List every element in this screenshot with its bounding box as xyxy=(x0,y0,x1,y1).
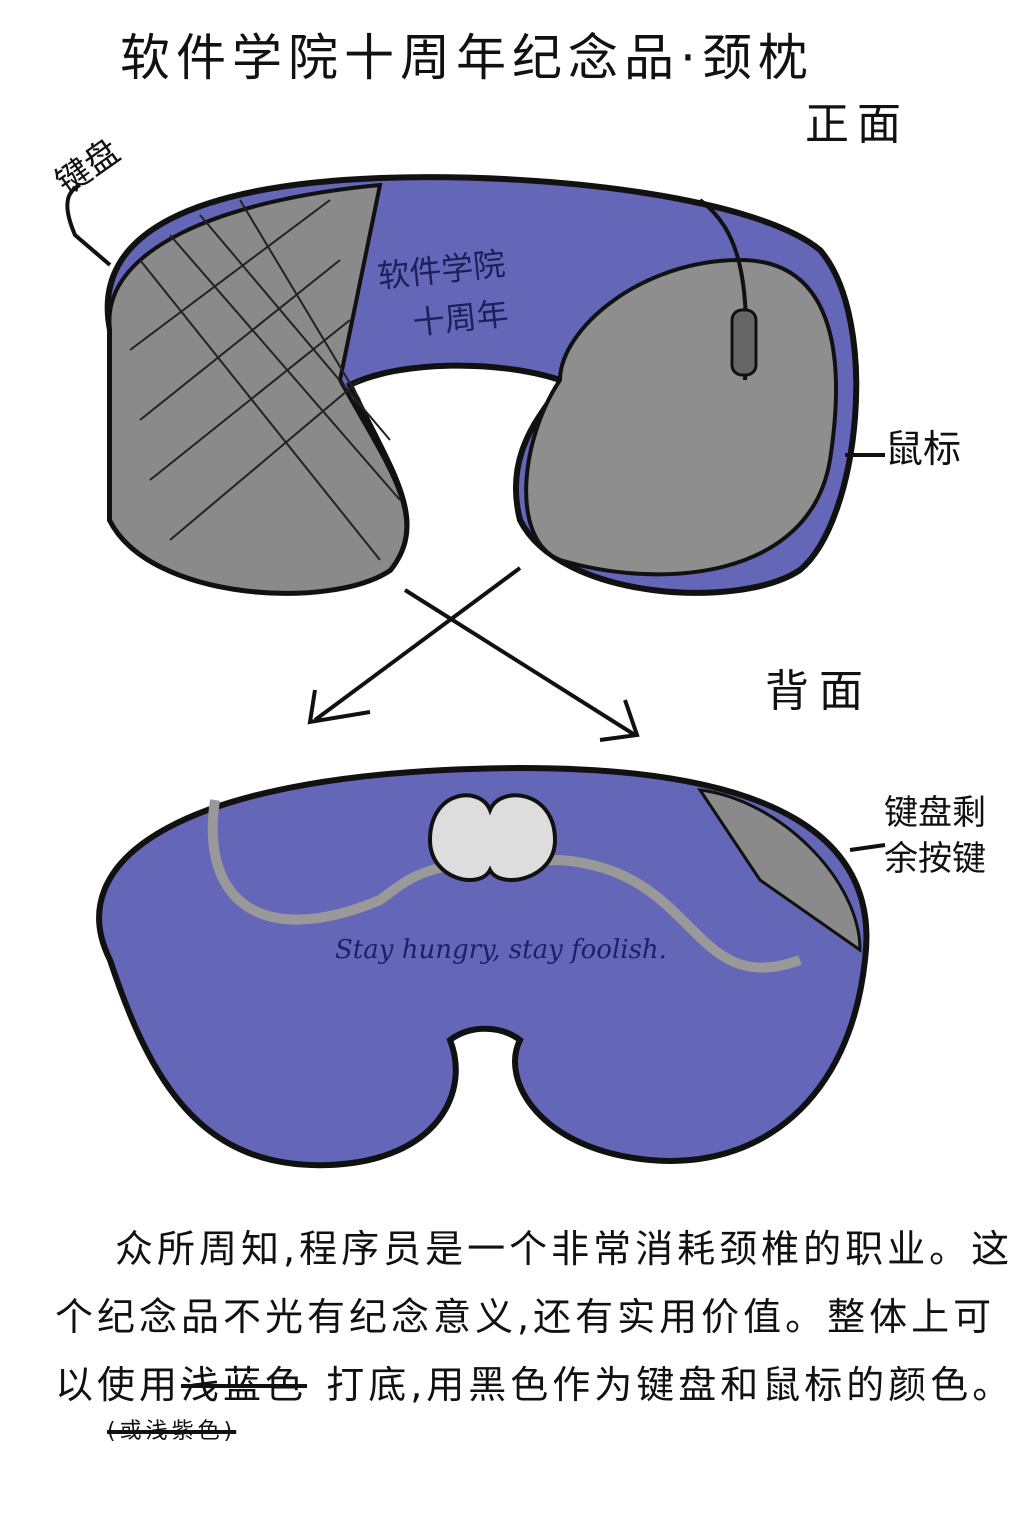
description-part1: 众所周知,程序员是一个非常消耗颈椎的职业。这个纪念品不光有纪念意义,还有实用价值… xyxy=(55,1227,1014,1407)
page-title: 软件学院十周年纪念品·颈枕 xyxy=(120,29,814,87)
college-text: 软件学院 十周年 xyxy=(375,239,513,352)
keyboard-grid xyxy=(129,199,401,561)
front-label: 正面 xyxy=(805,99,909,150)
mouse-wheel xyxy=(730,308,758,377)
cross-arrows xyxy=(65,183,886,852)
description-part2: 打底,用黑色作为键盘和鼠标的颜色。 xyxy=(326,1363,1015,1407)
keyboard-shape xyxy=(107,182,409,595)
alt-color: (或浅紫色) xyxy=(107,1419,237,1444)
remaining-keys-label: 键盘剩余按键 xyxy=(884,793,986,879)
back-label: 背面 xyxy=(765,666,873,717)
back-pillow xyxy=(96,764,870,1169)
description: 众所周知,程序员是一个非常消耗颈椎的职业。这个纪念品不光有纪念意义,还有实用价值… xyxy=(55,1215,1015,1444)
remaining-keys xyxy=(696,788,862,953)
mouse-label: 鼠标 xyxy=(885,427,962,471)
mouse-shape xyxy=(524,257,838,577)
struck-color: 浅蓝色 xyxy=(181,1363,308,1407)
motto: Stay hungry, stay foolish. xyxy=(335,935,667,965)
brain-icon xyxy=(427,793,558,882)
front-pillow xyxy=(104,174,860,596)
